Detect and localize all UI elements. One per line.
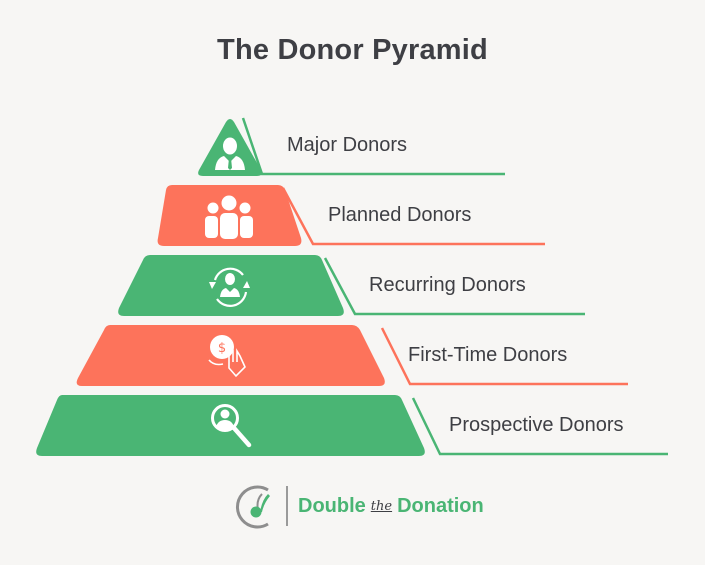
tier-label-prospective: Prospective Donors (449, 414, 624, 436)
logo-text-the: the (370, 498, 393, 514)
group-people-icon (205, 195, 253, 239)
logo-text-double: Double (298, 494, 366, 517)
logo-text-donation: Donation (397, 494, 484, 517)
hand-coin-dollar-icon: $ (208, 335, 246, 378)
tier-label-first-time: First-Time Donors (408, 344, 568, 366)
brand-logo: Double the Donation (278, 484, 484, 528)
search-person-icon (211, 404, 252, 448)
tier-major-donors (198, 117, 505, 176)
recurring-person-icon (209, 267, 250, 307)
tier-recurring-donors (118, 255, 585, 316)
svg-text:$: $ (218, 341, 226, 356)
businessman-icon (215, 137, 245, 170)
tier-label-planned: Planned Donors (328, 204, 472, 226)
double-the-donation-logo-mark (236, 485, 270, 529)
tier-first-time-donors: $ (76, 325, 628, 386)
logo-divider (286, 486, 288, 526)
tier-prospective-donors (36, 395, 668, 456)
page-title: The Donor Pyramid (217, 34, 488, 66)
tier-label-major: Major Donors (287, 134, 408, 156)
tier-planned-donors (157, 185, 545, 246)
tier-label-recurring: Recurring Donors (369, 274, 526, 296)
logo-wordmark: Double the Donation (298, 495, 484, 518)
